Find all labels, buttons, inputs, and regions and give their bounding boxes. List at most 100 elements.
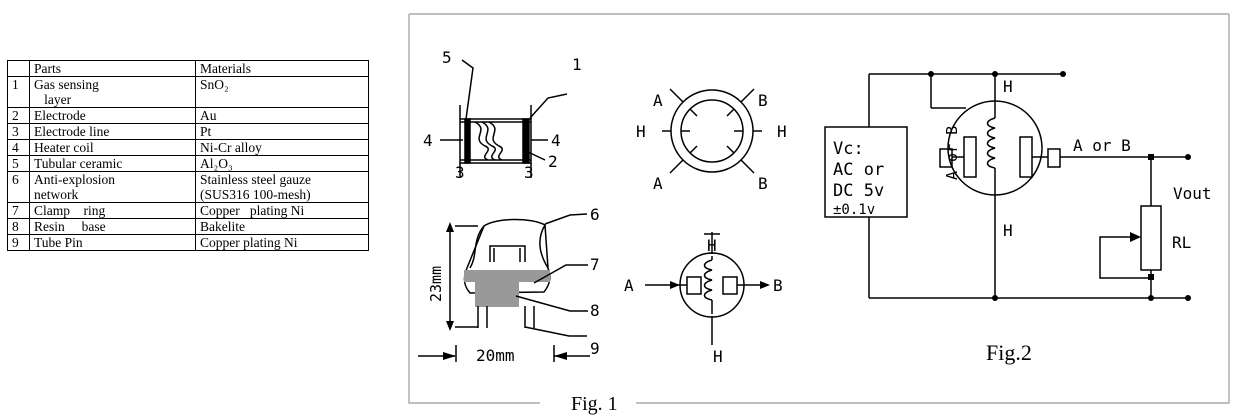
row-number-text: 3 bbox=[12, 124, 19, 139]
part-name: Heater coil bbox=[29, 139, 196, 156]
symbol-arrow-b bbox=[760, 281, 770, 289]
dim-width: 20mm bbox=[476, 346, 515, 365]
part-name: Electrode bbox=[29, 107, 196, 124]
circuit-label-a-or-b-vertical: A or B bbox=[943, 126, 961, 180]
table-row: 3 Electrode line Pt bbox=[7, 123, 369, 140]
pin-label-H-left: H bbox=[636, 122, 646, 141]
label-3-right: 3 bbox=[524, 163, 534, 182]
part-name-text: Clamp ring bbox=[34, 203, 106, 218]
symbol-arrow-a bbox=[670, 281, 680, 289]
pin-label-B-top: B bbox=[758, 91, 768, 110]
supply-line-2: AC or bbox=[833, 160, 884, 180]
pin-label-H-right: H bbox=[777, 122, 787, 141]
label-9: 9 bbox=[590, 339, 600, 358]
circuit-label-rl: RL bbox=[1172, 233, 1191, 252]
symbol-label-H-top: H bbox=[707, 236, 717, 255]
label-5: 5 bbox=[442, 48, 452, 67]
part-name-text: Gas sensing layer bbox=[34, 77, 99, 107]
part-material: Copper plating Ni bbox=[195, 234, 369, 251]
row-number-text: 1 bbox=[12, 77, 19, 92]
label-4-left: 4 bbox=[423, 131, 433, 150]
table-row: 2 Electrode Au bbox=[7, 107, 369, 124]
circuit-label-H-top: H bbox=[1003, 77, 1013, 96]
symbol-label-B: B bbox=[773, 276, 783, 295]
supply-line-3: DC 5v bbox=[833, 181, 884, 201]
pin-label-B-bottom: B bbox=[758, 174, 768, 193]
table-row: 4 Heater coil Ni-Cr alloy bbox=[7, 139, 369, 156]
symbol-label-A: A bbox=[624, 276, 634, 295]
supply-line-4: ±0.1v bbox=[833, 202, 875, 218]
pin-label-A-bottom: A bbox=[653, 174, 663, 193]
label-3-left: 3 bbox=[455, 163, 465, 182]
node-top-3 bbox=[1060, 71, 1066, 77]
terminal-bottom bbox=[1185, 295, 1191, 301]
table-header-cell-text: Materials bbox=[200, 61, 251, 76]
part-material-text: Ni-Cr alloy bbox=[200, 140, 262, 155]
part-material-text: Copper plating Ni bbox=[200, 235, 298, 250]
part-material-text: Bakelite bbox=[200, 219, 245, 234]
symbol-label-H-bottom: H bbox=[713, 347, 723, 366]
part-name-text: Resin base bbox=[34, 219, 106, 234]
circuit-label-H-bottom: H bbox=[1003, 221, 1013, 240]
part-name-text: Electrode bbox=[34, 108, 86, 123]
node-top-1 bbox=[928, 71, 934, 77]
label-6: 6 bbox=[590, 205, 600, 224]
node-rl-bottom bbox=[1148, 274, 1154, 280]
part-name-text: Tubular ceramic bbox=[34, 156, 123, 171]
part-material-text: Pt bbox=[200, 124, 212, 139]
row-number-text: 2 bbox=[12, 108, 19, 123]
part-material-text: Stainless steel gauze (SUS316 100-mesh) bbox=[200, 172, 311, 202]
dim-height: 23mm bbox=[427, 266, 445, 302]
part-material-text: Copper plating Ni bbox=[200, 203, 305, 218]
sensor-body-drawing bbox=[418, 213, 590, 362]
row-number-text: 6 bbox=[12, 172, 19, 187]
label-8: 8 bbox=[590, 301, 600, 320]
figure-frame bbox=[408, 13, 1230, 404]
dim-arrow-right bbox=[443, 352, 456, 360]
node-bottom-1 bbox=[992, 295, 998, 301]
label-1: 1 bbox=[572, 55, 582, 74]
part-material-text: Al₂O₃ bbox=[200, 156, 233, 171]
row-number-text: 7 bbox=[12, 203, 19, 218]
row-number-text: 5 bbox=[12, 156, 19, 171]
label-4-right: 4 bbox=[551, 131, 561, 150]
part-name-text: Anti-explosion network bbox=[34, 172, 115, 202]
part-name-text: Heater coil bbox=[34, 140, 94, 155]
part-material-text: Au bbox=[200, 108, 217, 123]
row-number-text: 4 bbox=[12, 140, 19, 155]
label-7: 7 bbox=[590, 255, 600, 274]
node-bottom-2 bbox=[1148, 295, 1154, 301]
part-name: Anti-explosion network bbox=[29, 171, 196, 203]
part-material: SnO₂ bbox=[195, 76, 369, 108]
table-row: 1 Gas sensing layer SnO₂ bbox=[7, 76, 369, 108]
row-number-text: 9 bbox=[12, 235, 19, 250]
table-header-cell-text: Parts bbox=[34, 61, 61, 76]
pin-label-A-top: A bbox=[653, 91, 663, 110]
sensing-element-drawing bbox=[440, 59, 568, 178]
circuit-label-vout: Vout bbox=[1173, 184, 1212, 203]
dim-arrow-up bbox=[446, 222, 454, 232]
part-material: Stainless steel gauze (SUS316 100-mesh) bbox=[195, 171, 369, 203]
part-name-text: Electrode line bbox=[34, 124, 110, 139]
node-out bbox=[1148, 154, 1154, 160]
pin-top-view bbox=[662, 88, 762, 174]
part-name-text: Tube Pin bbox=[34, 235, 83, 250]
part-material: Bakelite bbox=[195, 218, 369, 235]
circuit-label-a-or-b: A or B bbox=[1073, 136, 1131, 155]
node-top-2 bbox=[992, 71, 998, 77]
dim-arrow-down bbox=[446, 321, 454, 331]
part-material-text: SnO₂ bbox=[200, 77, 229, 92]
fig1-caption: Fig. 1 bbox=[571, 393, 618, 415]
label-2: 2 bbox=[548, 152, 558, 171]
row-number-text: 8 bbox=[12, 219, 19, 234]
part-name: Clamp ring bbox=[29, 202, 196, 219]
part-material: Ni-Cr alloy bbox=[195, 139, 369, 156]
supply-line-1: Vc: bbox=[833, 139, 864, 159]
rl-wiper-arrow bbox=[1130, 232, 1141, 242]
table-row: 6 Anti-explosion network Stainless steel g… bbox=[7, 171, 369, 203]
terminal-vout bbox=[1185, 154, 1191, 160]
dim-arrow-left bbox=[554, 352, 567, 360]
